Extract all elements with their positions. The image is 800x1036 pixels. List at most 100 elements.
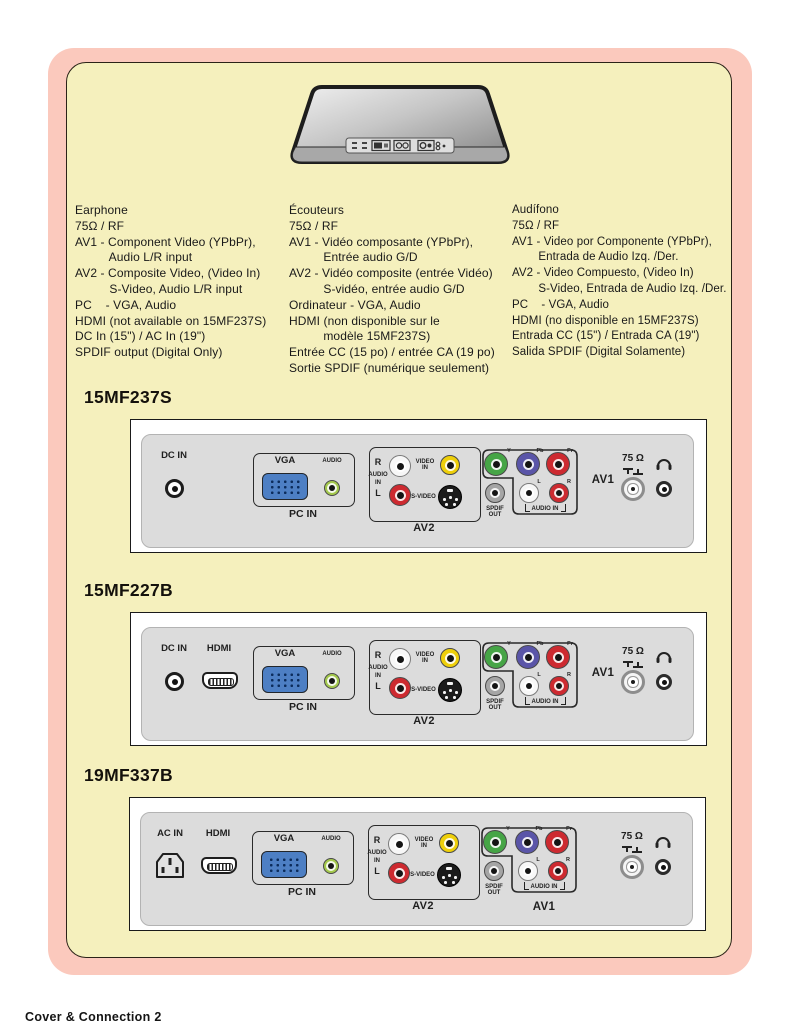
av1-audio-r-port [549,676,569,696]
component-y-port [484,452,508,476]
vga-port [262,666,308,693]
r-label: R [566,857,570,863]
audio-label: AUDIO [321,836,341,842]
av1-audio-r-port [548,861,568,881]
av2-audio-r-port [388,833,410,855]
l-label: L [537,672,541,678]
audio-in-label: AUDIO IN [517,504,573,512]
pb-label: Pb [536,641,544,647]
spdif-out-label: SPDIF OUT [485,884,503,897]
av2-left-label: L [375,681,381,691]
model-title-15mf227b: 15MF227B [84,580,173,600]
bracket-right [559,882,565,890]
rear-panel-19mf337b: AC IN HDMI VGA AUDIO PC IN R AUDIO IN L … [129,797,706,931]
av2-in-word: IN [375,673,381,679]
s-video-port [437,863,461,887]
av2-right-label: R [374,650,382,660]
vga-label: VGA [274,455,296,466]
pc-audio-port [323,858,339,874]
composite-video-port [440,648,460,668]
column-french: Écouteurs 75Ω / RF AV1 - Vidéo composant… [289,203,495,375]
spdif-out-label: SPDIF OUT [486,506,504,519]
s-video-label: S-VIDEO [410,872,435,878]
pr-label: Pr [567,448,573,454]
component-pr-port [545,830,569,854]
pr-label: Pr [566,826,572,832]
antenna-icon [623,661,643,668]
headphone-icon [655,837,671,848]
hdmi-label: HDMI [205,828,231,839]
vga-label: VGA [273,833,295,844]
bracket-right [560,697,566,705]
column-english: Earphone 75Ω / RF AV1 - Component Video … [75,203,267,360]
av2-label: AV2 [413,522,435,534]
av2-right-label: R [373,835,381,845]
s-video-label: S-VIDEO [411,687,436,693]
spdif-out-label: SPDIF OUT [486,699,504,712]
av1-outline [482,642,578,708]
av2-audio-l-port [388,862,410,884]
headphone-icon [656,459,672,470]
headphone-port [655,859,671,875]
page-footer: Cover & Connection 2 [25,1010,162,1024]
pb-label: Pb [535,826,543,832]
audio-label: AUDIO [322,651,342,657]
av2-right-label: R [374,457,382,467]
tv-back-illustration [290,85,510,164]
av2-left-label: L [375,488,381,498]
component-pr-port [546,645,570,669]
video-in-label: VIDEO IN [415,652,435,665]
av1-label: AV1 [532,901,556,913]
antenna-icon [623,468,643,475]
r-label: R [567,479,571,485]
av2-outline [369,640,481,715]
av2-audio-word: AUDIO [367,850,387,856]
dc-in-port [165,672,184,691]
component-pb-port [516,452,540,476]
component-y-port [484,645,508,669]
dc-in-label: DC IN [161,450,187,461]
av1-audio-l-port [519,676,539,696]
audio-label: AUDIO [322,458,342,464]
video-in-label: VIDEO IN [414,837,434,850]
vga-port [262,473,308,500]
pr-label: Pr [567,641,573,647]
vga-label: VGA [274,648,296,659]
y-label: Y [506,826,510,832]
bracket-right [560,504,566,512]
tv-connector-strip [345,137,455,154]
dc-in-label: DC IN [161,643,187,654]
headphone-icon [656,652,672,663]
vga-port [261,851,307,878]
av2-in-word: IN [374,858,380,864]
component-pb-port [515,830,539,854]
l-label: L [537,479,541,485]
av1-audio-r-port [549,483,569,503]
av1-label: AV1 [591,667,615,679]
av2-audio-word: AUDIO [368,472,388,478]
spdif-out-port [485,483,505,503]
hdmi-label: HDMI [206,643,232,654]
av2-audio-word: AUDIO [368,665,388,671]
component-pb-port [516,645,540,669]
column-spanish: Audífono 75Ω / RF AV1 - Video por Compon… [512,204,727,359]
av1-outline [482,449,578,515]
audio-in-text: AUDIO IN [531,506,559,512]
rf-antenna-port [621,670,645,694]
pc-audio-port [324,480,340,496]
av1-audio-l-port [518,861,538,881]
panel-surface [141,434,694,548]
av2-label: AV2 [412,900,434,912]
composite-video-port [440,455,460,475]
av2-audio-l-port [389,677,411,699]
headphone-port [656,481,672,497]
component-y-port [483,830,507,854]
rf-75ohm-label: 75 Ω [622,646,644,657]
ac-in-label: AC IN [157,828,183,839]
av2-audio-r-port [389,648,411,670]
pc-in-outline [253,453,355,507]
av2-left-label: L [374,866,380,876]
spdif-out-port [484,861,504,881]
rf-antenna-port [621,477,645,501]
